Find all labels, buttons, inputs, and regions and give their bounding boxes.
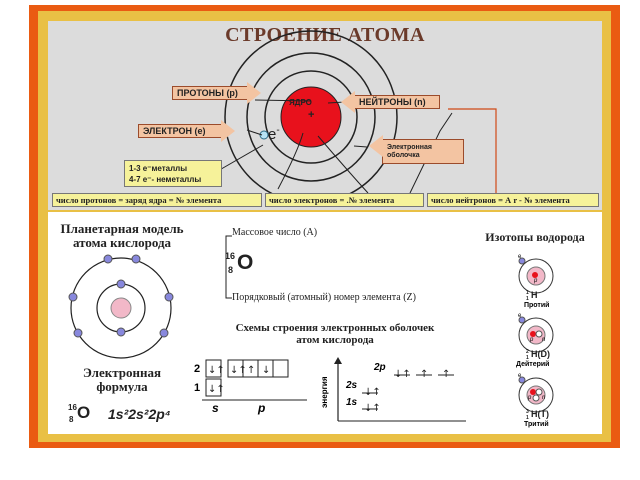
level-2-label: 2 [194,363,201,375]
svg-text:↑: ↑ [442,369,450,380]
tritium-name: Тритий [524,421,549,428]
mass-number-label: Массовое число (А) [232,227,318,238]
protium-name: Протий [524,302,550,309]
middle-shell [246,52,376,182]
electrons-connector [277,132,304,190]
protons-connector [317,135,369,194]
neutrons-connector [448,108,497,193]
neutrons-equation-box: число нейтронов = А r - № элемента [427,193,599,207]
svg-text:↓↑: ↓↑ [394,369,411,380]
svg-text:↓↑: ↓↑ [208,365,225,376]
protons-pointer [254,99,312,102]
nucleus [280,86,342,148]
deuterium-n-label: n [542,337,546,343]
oxygen-planetary-model [68,254,174,359]
electron [259,130,269,140]
electron-label: ЭЛЕКТРОН (е) [138,120,235,142]
atomic-number-label: Порядковый (атомный) номер элемента (Z) [232,292,416,303]
protium-p-label: p [534,278,538,284]
svg-text:↓↑: ↓↑ [364,387,381,398]
oxygen-nucleus [110,297,132,319]
svg-text:↓↑: ↓↑ [364,403,381,414]
svg-text:↑: ↑ [247,365,255,376]
level-2s-label: 2s [346,380,358,391]
svg-text:↓↑: ↓↑ [230,365,247,376]
metals-pointer [215,144,264,173]
tritium-model [518,376,554,413]
p-sublevel-label: p [258,401,266,415]
inner-shell [264,70,358,164]
electrons-equation-box: число электронов = .№ элемента [265,193,424,207]
deuterium-model [518,316,554,353]
cell-scheme: ↓↑ ↓↑ ↑ ↓ ↓↑ [202,359,307,401]
level-2p-label: 2p [374,362,386,373]
electron-symbol: e- [268,125,280,143]
oxygen-electron-formula: 1s²2s²2p⁴ [108,406,171,422]
nucleus-charge: + [308,109,315,121]
nucleus-label: ЯДРО [289,98,312,107]
level-1-label: 1 [194,382,201,394]
svg-text:↓↑: ↓↑ [208,384,225,395]
deuterium-name: Дейтерий [516,361,550,368]
electron-pointer [246,129,263,136]
page-title: СТРОЕНИЕ АТОМА [225,24,425,46]
deuterium-p-label: p [530,337,534,343]
notation-bracket [225,235,232,299]
shell-pointer [353,145,368,148]
tritium-p-label: p [528,395,532,401]
shell-connector [409,112,453,194]
tritium-n-label: n [542,395,546,401]
isotopes-title: Изотопы водорода [485,230,585,244]
svg-text:↑: ↑ [420,369,428,380]
atom-diagram [215,30,497,204]
neutrons-label: НЕЙТРОНЫ (n) [341,91,440,113]
energy-axis-label: энергия [320,376,329,408]
s-sublevel-label: s [212,401,219,415]
tritium-e-label: e [518,373,522,379]
protium-e-label: e [518,254,522,260]
svg-text:↓: ↓ [262,365,270,376]
deuterium-e-label: e [518,313,522,319]
energy-diagram: ↓↑ ↓↑ ↓↑ ↑ ↑ [334,357,466,422]
protons-equation-box: число протонов = заряд ядра = № элемента [52,193,262,207]
protons-label: ПРОТОНЫ (р) [172,82,261,104]
protium-model [518,257,554,294]
metals-box: 1-3 е⁻металлы 4-7 е⁻- неметаллы [124,160,222,187]
level-1s-label: 1s [346,397,358,408]
